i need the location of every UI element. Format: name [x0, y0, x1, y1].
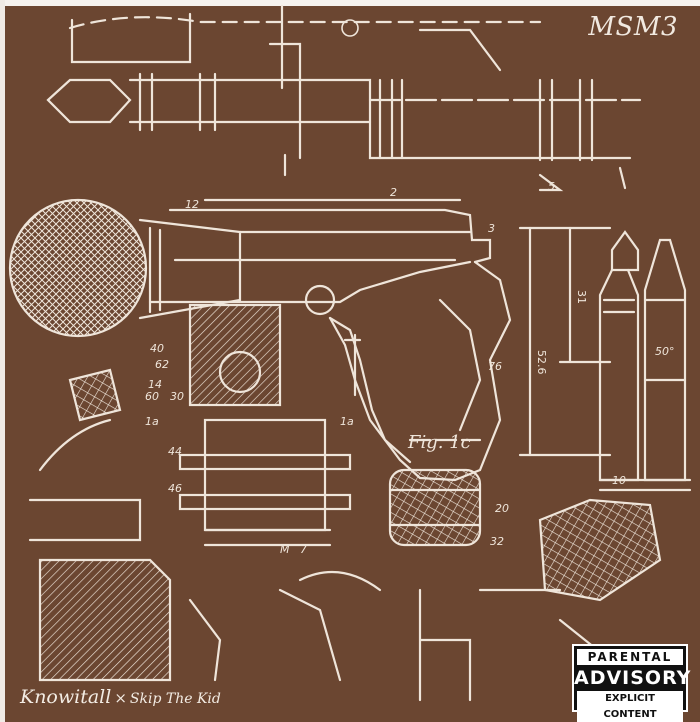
annotation-label: 60: [145, 390, 159, 403]
annotation-label: 1a: [145, 415, 159, 428]
annotation-label: 62: [155, 358, 169, 371]
advisory-label: ADVISORY: [574, 667, 692, 689]
dimension-label: 31: [575, 290, 588, 304]
featured-artist: Skip The Kid: [129, 691, 221, 707]
collab-separator: ×: [114, 689, 127, 707]
annotation-label: 40: [150, 342, 164, 355]
annotation-label: 3: [488, 222, 495, 235]
annotation-label: 5: [548, 180, 555, 193]
cartridge-drawing: [518, 226, 692, 492]
annotation-label: 14: [148, 378, 162, 391]
annotation-label: 46: [168, 482, 182, 495]
annotation-label: 44: [168, 445, 182, 458]
annotation-label: 1a: [340, 415, 354, 428]
annotation-label: 76: [488, 360, 502, 373]
frame-top-edge: [0, 0, 700, 6]
album-title: MSM3: [588, 12, 678, 42]
dimension-label: 52.6: [535, 350, 548, 375]
annotation-label: M: [280, 543, 290, 556]
explicit-content-label: EXPLICIT CONTENT: [577, 691, 683, 722]
annotation-label: 10: [612, 474, 626, 487]
annotation-label: 20: [495, 502, 509, 515]
pistol-drawing: [148, 198, 512, 547]
top-bullet-drawing: [46, 4, 642, 192]
artist-credit: Knowitall×Skip The Kid: [20, 686, 221, 708]
parental-label: PARENTAL: [577, 649, 683, 665]
figure-label: Fig. 1c: [407, 432, 471, 453]
parental-advisory-logo: PARENTAL ADVISORY EXPLICIT CONTENT: [572, 644, 692, 722]
annotation-label: 50°: [655, 345, 675, 358]
annotation-label: 12: [185, 198, 199, 211]
annotation-label: 2: [390, 186, 397, 199]
lower-fragments: [28, 368, 662, 702]
annotation-label: 7: [300, 543, 307, 556]
primary-artist: Knowitall: [20, 686, 112, 708]
annotation-label: 30: [170, 390, 184, 403]
frame-left-edge: [0, 0, 5, 722]
annotation-label: 32: [490, 535, 504, 548]
